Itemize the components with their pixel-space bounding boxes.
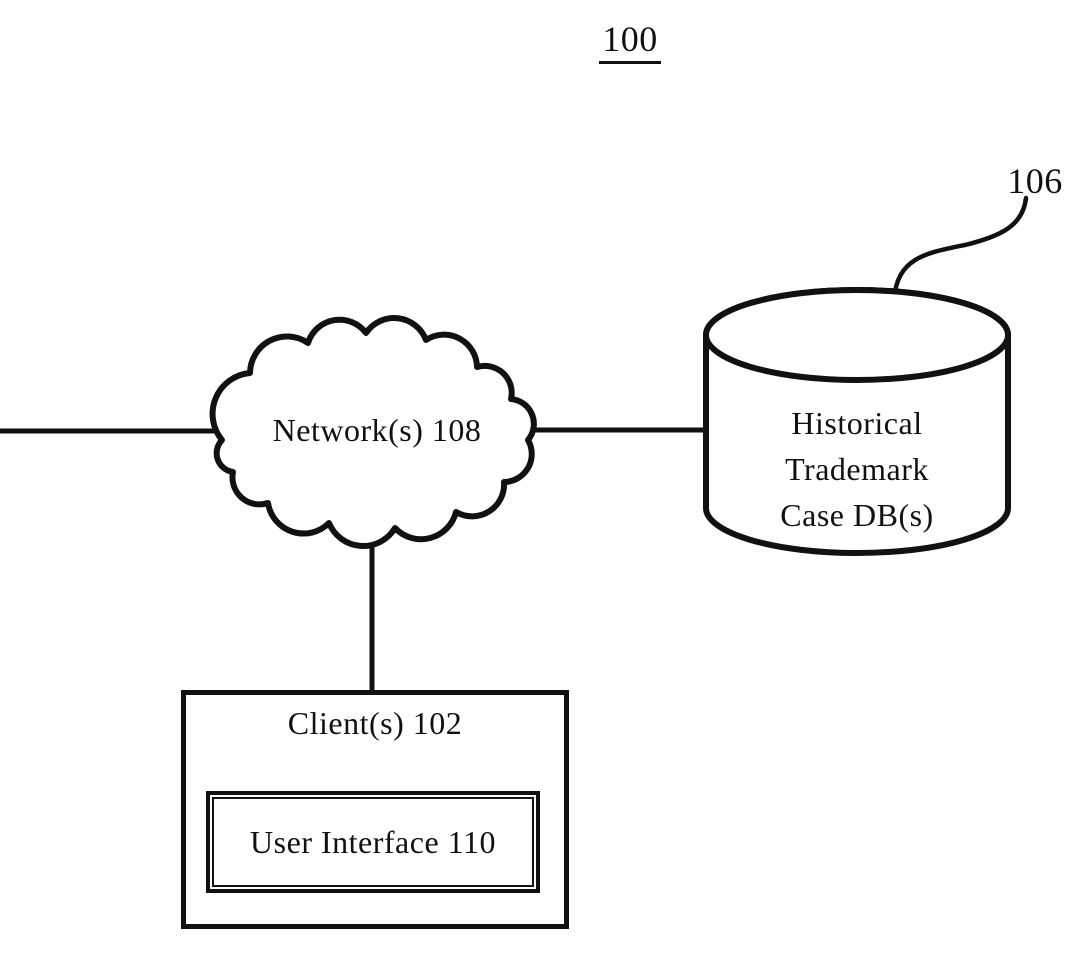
network-cloud-shape	[209, 315, 537, 549]
figure-title-number: 100	[599, 18, 661, 64]
lead-line-106	[891, 195, 1029, 303]
figure-title: 100	[540, 18, 720, 64]
network-node-label: Network(s) 108	[272, 412, 482, 448]
database-ref-label: 106	[1007, 161, 1063, 201]
user-interface-node-label: User Interface 110	[212, 797, 534, 887]
user-interface-node-box: User Interface 110	[206, 791, 540, 893]
database-node-label: Historical Trademark Case DB(s)	[780, 405, 934, 533]
database-cylinder-top	[703, 287, 1011, 383]
client-node-label: Client(s) 102	[287, 705, 463, 741]
